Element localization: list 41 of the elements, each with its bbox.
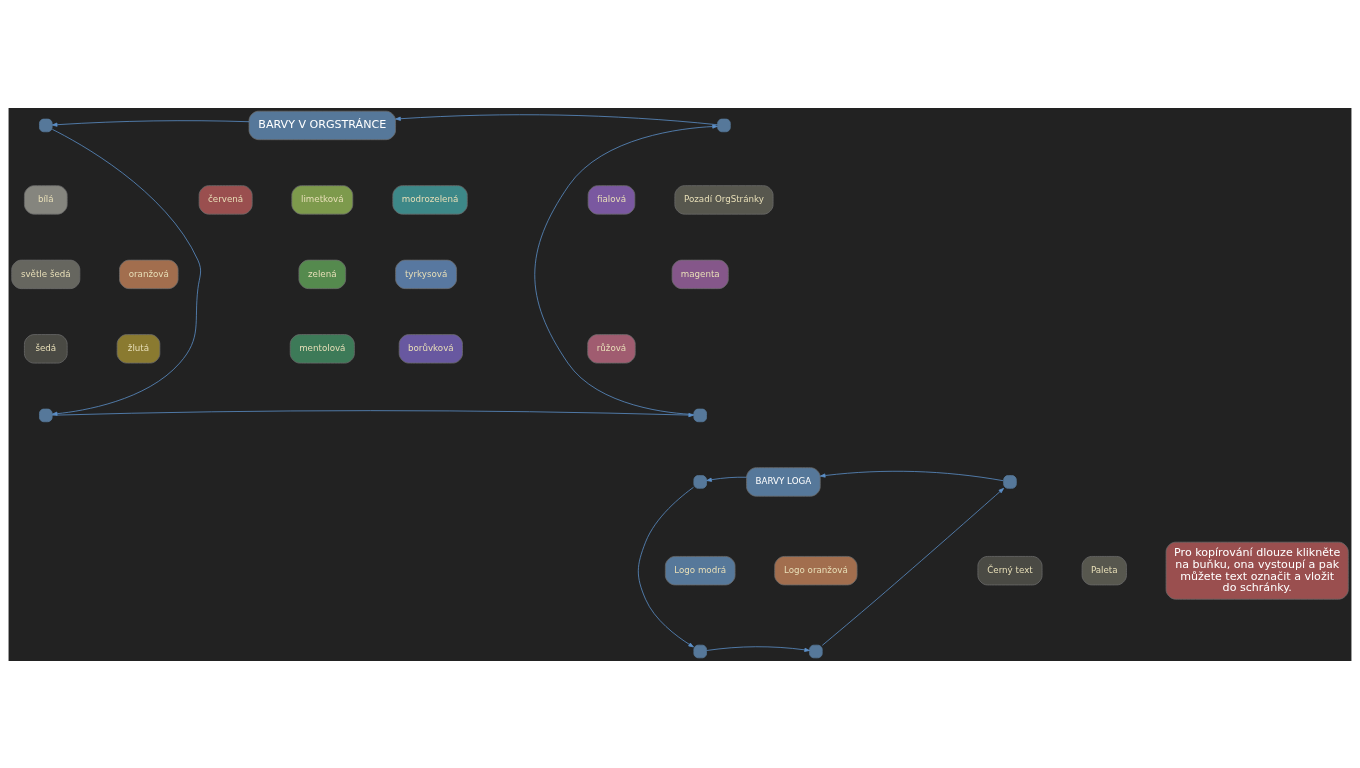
node-box — [1003, 474, 1017, 489]
arrow — [534, 123, 718, 415]
node-box: modrozelená — [392, 184, 468, 215]
node-box: Logo oranžová — [774, 555, 858, 585]
node-box — [717, 118, 731, 132]
node-box: BARVY LOGA — [746, 466, 821, 497]
node-box — [39, 118, 53, 132]
node-box: tyrkysová — [395, 259, 457, 289]
arrow — [706, 645, 810, 652]
node-box — [809, 644, 823, 658]
node-box: světle šedá — [11, 259, 81, 289]
node-box: červená — [198, 184, 253, 215]
arrow — [51, 128, 201, 416]
node-box — [693, 474, 707, 489]
arrow — [821, 487, 1005, 646]
node-box: bílá — [24, 184, 68, 215]
node-box: Černý text — [977, 555, 1043, 585]
node-box — [693, 408, 707, 422]
node-box — [693, 644, 707, 658]
node-box: Pro kopírování dlouze klikněte na buňku, ona vystoupí a pak můžete text označit a vložit do schránky. — [1165, 541, 1349, 600]
arrow — [706, 476, 747, 482]
node-box: fialová — [587, 184, 636, 215]
node-box: šedá — [24, 333, 68, 363]
node-box: mentolová — [289, 333, 355, 363]
node-box: zelená — [298, 259, 347, 289]
node-box: oranžová — [119, 259, 179, 289]
arrow — [819, 470, 1004, 481]
node-box: Pozadí OrgStránky — [674, 184, 774, 215]
node-box: žlutá — [116, 333, 161, 363]
arrow — [395, 113, 718, 125]
arrow — [637, 486, 694, 647]
node-box: Logo modrá — [664, 555, 736, 585]
node-box: růžová — [587, 333, 636, 363]
node-box: BARVY V ORGSTRÁNCE — [248, 110, 396, 140]
arrow — [51, 119, 250, 127]
arrow — [51, 409, 694, 417]
node-box: magenta — [671, 259, 729, 289]
node-box — [39, 408, 53, 422]
node-box: borůvková — [398, 333, 463, 363]
node-box: limetková — [291, 184, 354, 215]
node-box: Paleta — [1081, 555, 1127, 585]
